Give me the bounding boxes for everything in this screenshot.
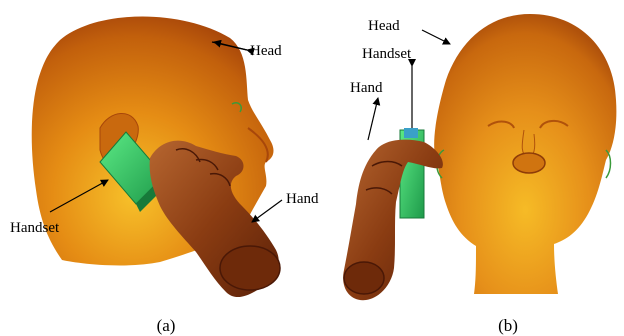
hand-label-b: Hand bbox=[350, 80, 383, 96]
panel-b: Head Handset Hand (b) bbox=[343, 14, 616, 335]
head-arrow-b bbox=[422, 30, 450, 44]
handset-label-b: Handset bbox=[362, 46, 412, 62]
hand-label-a: Hand bbox=[286, 191, 319, 207]
hand-arrow-b bbox=[368, 98, 378, 140]
head-label-a: Head bbox=[250, 43, 282, 59]
caption-a: (a) bbox=[157, 316, 176, 335]
handset-label-a: Handset bbox=[10, 220, 60, 236]
hand-arrow-a bbox=[252, 200, 282, 222]
caption-b: (b) bbox=[498, 316, 518, 335]
hand-model-b bbox=[343, 140, 443, 301]
head-label-b: Head bbox=[368, 18, 400, 34]
panel-a: Head Handset Hand (a) bbox=[10, 16, 319, 335]
mouth bbox=[513, 153, 545, 173]
